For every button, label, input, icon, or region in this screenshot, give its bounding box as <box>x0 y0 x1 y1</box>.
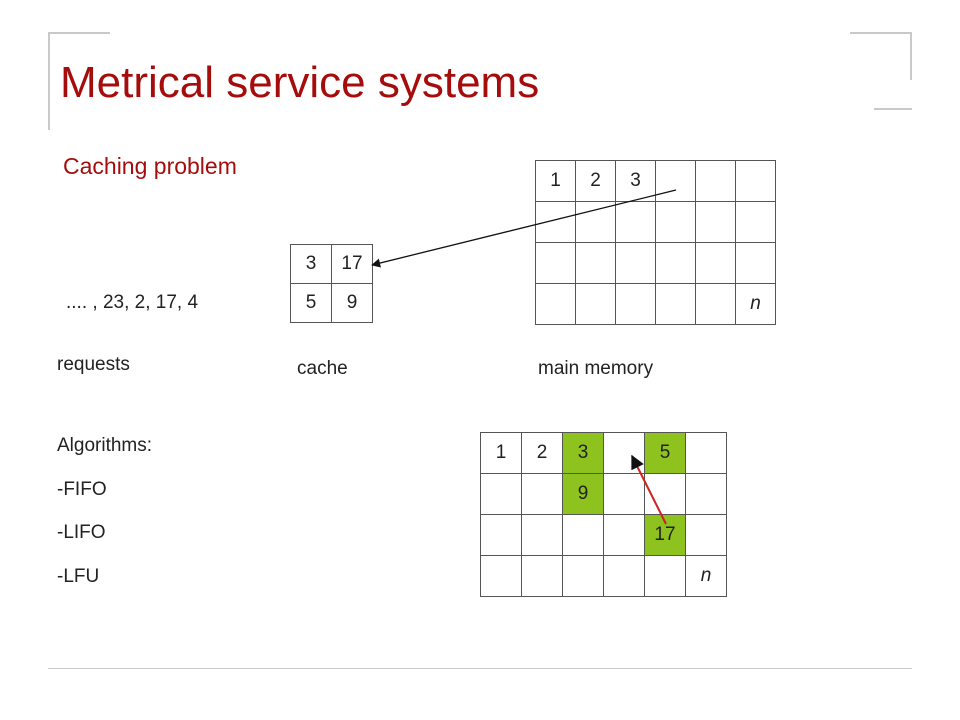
algorithm-lifo: -LIFO <box>57 522 106 543</box>
memory-row: 9 <box>480 473 727 515</box>
requests-label: requests <box>57 354 130 375</box>
memory-cell <box>655 242 696 284</box>
memory-cell-highlighted: 9 <box>562 473 604 515</box>
cache-grid: 3 17 5 9 <box>290 244 373 323</box>
memory-cell: n <box>735 283 776 325</box>
footer-divider <box>48 668 912 669</box>
memory-cell <box>644 555 686 597</box>
memory-cell: 1 <box>535 160 576 202</box>
corner-mark-top-left-h <box>48 32 110 34</box>
memory-cell <box>535 283 576 325</box>
cache-cell: 5 <box>290 283 332 323</box>
request-sequence: .... , 23, 2, 17, 4 <box>66 292 199 313</box>
algorithm-fifo: -FIFO <box>57 479 107 500</box>
corner-mark-top-left-v <box>48 32 50 130</box>
memory-cell <box>603 514 645 556</box>
memory-cell <box>562 514 604 556</box>
memory-cell <box>655 160 696 202</box>
memory-cell <box>695 201 736 243</box>
memory-cell <box>521 473 563 515</box>
corner-mark-right-h <box>874 108 912 110</box>
corner-mark-top-right-v <box>910 32 912 80</box>
memory-row: n <box>480 555 727 597</box>
memory-row <box>535 201 776 243</box>
arrow-memory-to-cache <box>371 189 677 268</box>
algorithms-heading: Algorithms: <box>57 435 153 456</box>
memory-cell <box>655 201 696 243</box>
cache-label: cache <box>297 358 348 379</box>
memory-cell <box>685 514 727 556</box>
main-memory-grid: 1 2 3 n <box>535 160 776 325</box>
memory-cell <box>735 160 776 202</box>
main-memory-grid-highlighted: 1 2 3 5 9 17 n <box>480 432 727 597</box>
cache-cell: 9 <box>331 283 373 323</box>
algorithm-lfu: -LFU <box>57 566 100 587</box>
main-memory-label: main memory <box>538 358 654 379</box>
memory-row: 17 <box>480 514 727 556</box>
memory-cell <box>685 432 727 474</box>
memory-cell <box>655 283 696 325</box>
memory-cell <box>562 555 604 597</box>
corner-mark-top-right-h <box>850 32 912 34</box>
memory-cell-highlighted: 3 <box>562 432 604 474</box>
cache-row: 5 9 <box>290 283 373 323</box>
memory-cell: n <box>685 555 727 597</box>
memory-cell <box>480 555 522 597</box>
slide-subtitle: Caching problem <box>63 153 237 179</box>
memory-cell <box>615 201 656 243</box>
memory-row: n <box>535 283 776 325</box>
memory-cell: 3 <box>615 160 656 202</box>
arrow-within-memory <box>631 454 667 525</box>
memory-cell-highlighted: 5 <box>644 432 686 474</box>
memory-cell: 2 <box>575 160 616 202</box>
memory-cell <box>535 201 576 243</box>
memory-cell <box>735 242 776 284</box>
slide-title: Metrical service systems <box>60 58 540 107</box>
memory-row: 1 2 3 5 <box>480 432 727 474</box>
